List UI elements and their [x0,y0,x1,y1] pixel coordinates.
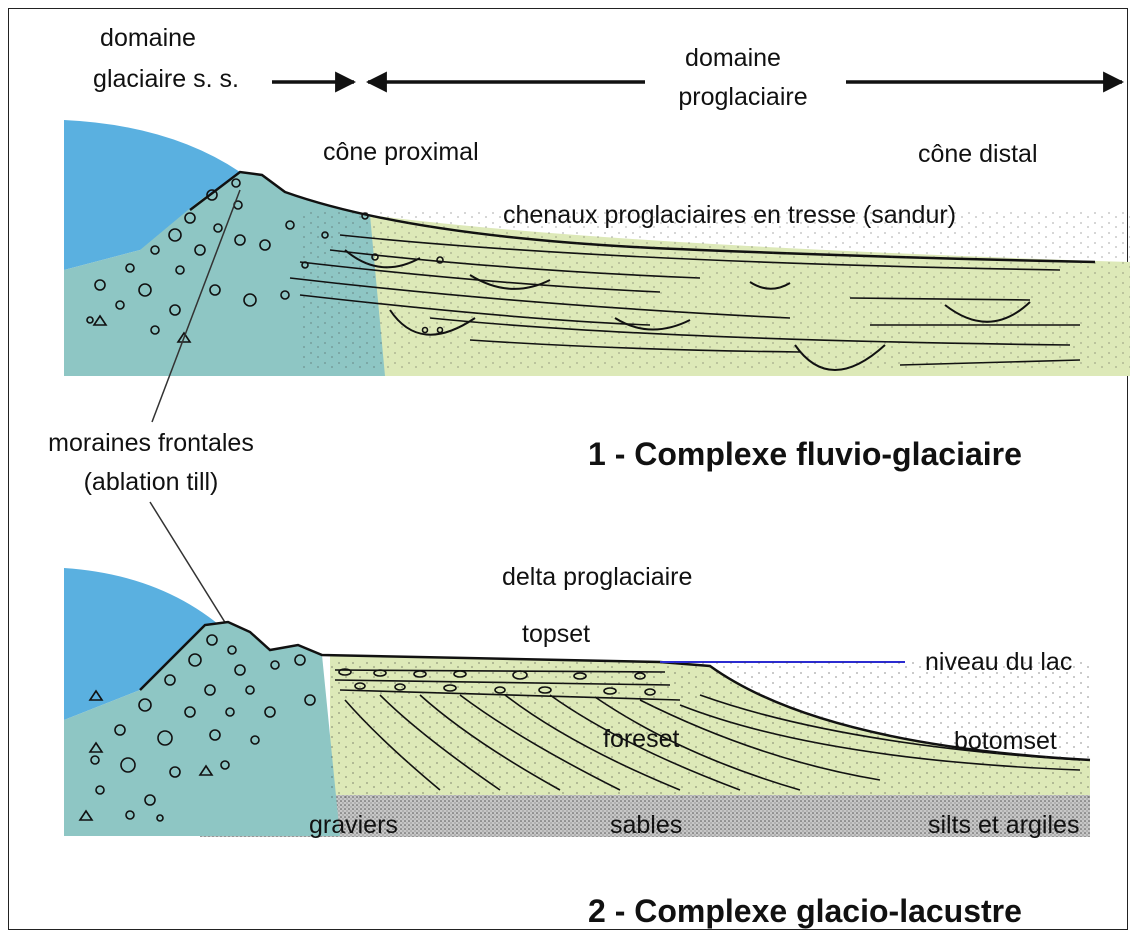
label-niveau-lac: niveau du lac [925,648,1072,676]
title-complexe-2: 2 - Complexe glacio-lacustre [588,893,1022,929]
title-complexe-1: 1 - Complexe fluvio-glaciaire [588,436,1022,472]
label-foreset: foreset [603,725,679,753]
label-topset: topset [522,620,590,648]
label-chenaux: chenaux proglaciaires en tresse (sandur) [503,201,956,229]
label-sables: sables [610,811,682,839]
label-delta: delta proglaciaire [502,563,692,591]
label-domaine-proglaciaire-2: proglaciaire [678,83,807,111]
label-cone-proximal: cône proximal [323,138,479,166]
label-domaine-glaciaire-2: glaciaire s. s. [93,65,239,93]
sand-texture-1 [300,210,1130,370]
label-botomset: botomset [954,727,1057,755]
label-moraines-2: (ablation till) [84,468,219,496]
label-silts: silts et argiles [928,811,1079,839]
label-domaine-proglaciaire-1: domaine [685,44,781,72]
label-moraines-1: moraines frontales [48,429,254,457]
label-cone-distal: cône distal [918,140,1038,168]
label-graviers: graviers [309,811,398,839]
panel-glacio-lacustre [64,568,1090,837]
label-domaine-glaciaire-1: domaine [100,24,196,52]
